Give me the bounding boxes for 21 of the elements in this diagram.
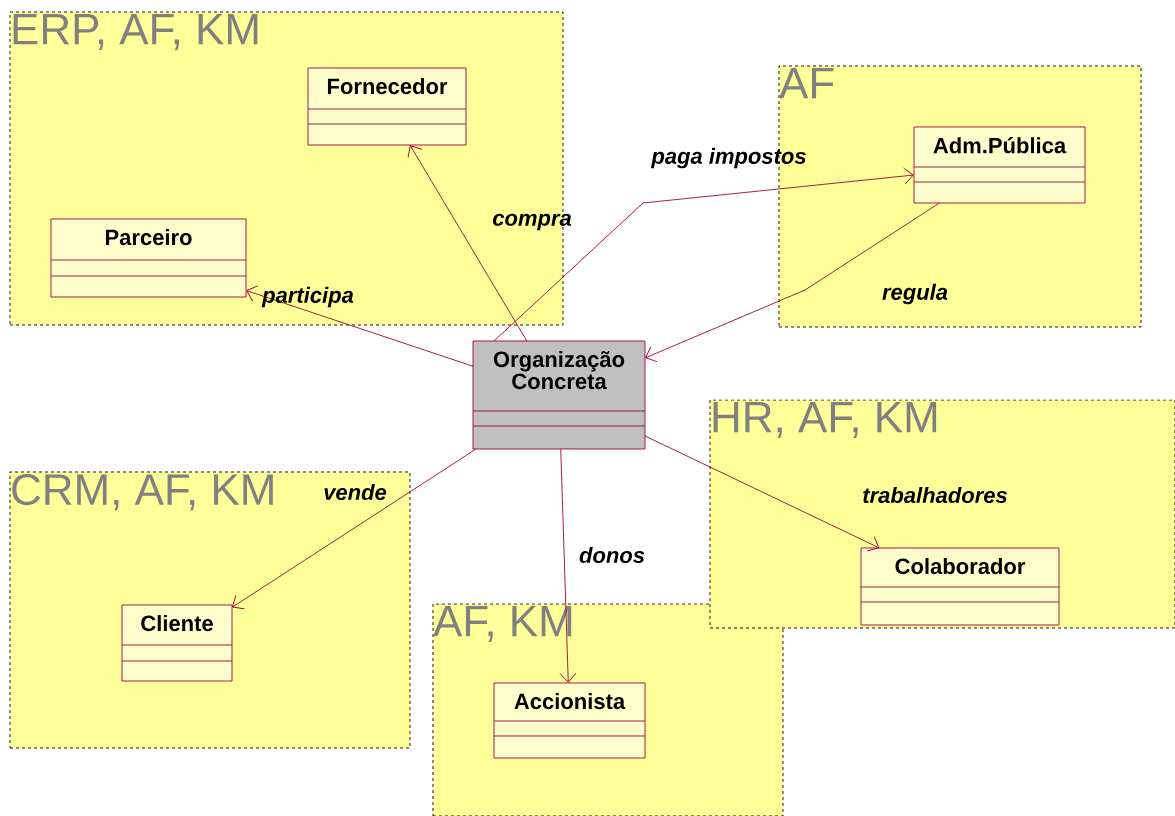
class-box: Organização Concreta xyxy=(472,340,646,450)
class-box: Fornecedor xyxy=(307,67,467,146)
edge-label: trabalhadores xyxy=(863,486,1007,504)
edge-label: participa xyxy=(261,286,354,308)
arrow xyxy=(232,448,477,610)
class-box: Accionista xyxy=(493,682,646,759)
class-box: Cliente xyxy=(121,604,233,682)
class-box: Colaborador xyxy=(860,547,1060,626)
class-box: Adm.Pública xyxy=(913,126,1086,204)
edge-label: vende xyxy=(324,483,387,501)
edge-label: paga impostos xyxy=(650,147,806,169)
arrow xyxy=(407,145,528,342)
edge-label: donos xyxy=(579,546,645,564)
arrow xyxy=(246,285,474,367)
edge-label: regula xyxy=(882,283,948,305)
edge-label: compra xyxy=(492,213,572,231)
arrow xyxy=(644,435,880,552)
arrow xyxy=(493,167,914,342)
class-box: Parceiro xyxy=(50,218,247,298)
arrow xyxy=(559,448,577,683)
arrow xyxy=(645,202,940,363)
